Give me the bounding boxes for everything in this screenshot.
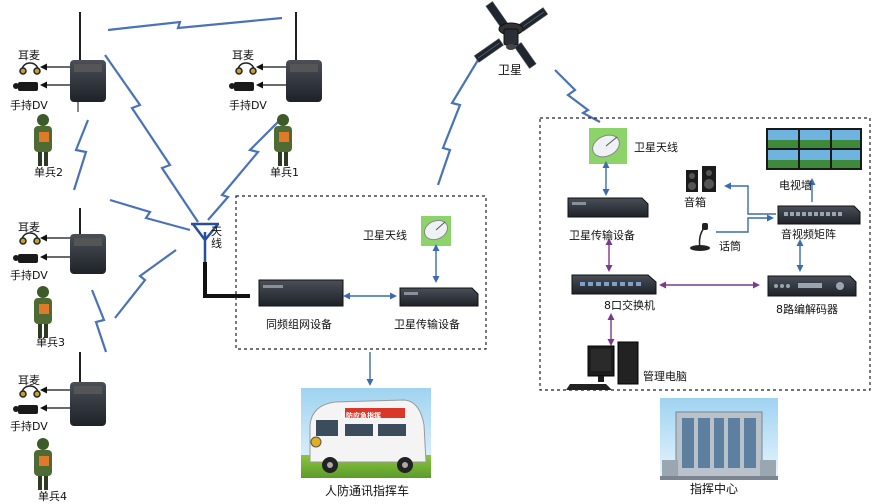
soldier-unit-4 (40, 352, 106, 426)
handheld-dv-label: 手持DV (10, 269, 48, 282)
headset-icon (19, 62, 257, 398)
link-mic-matrix (716, 214, 774, 233)
sat-antenna-label: 卫星天线 (634, 141, 678, 154)
handheld-dv-label: 手持DV (229, 99, 267, 112)
speaker-label: 音箱 (684, 196, 706, 209)
mgmt-pc-label: 管理电脑 (643, 370, 687, 383)
vehicle-banner-text: 人防应急指挥 (339, 412, 381, 420)
switch-8port-icon (571, 274, 657, 295)
antenna-label: 天线 (211, 225, 222, 250)
headset-label: 耳麦 (232, 49, 254, 62)
av-matrix-icon (777, 205, 861, 225)
headset-label: 耳麦 (18, 221, 40, 234)
tv-wall-icon (766, 128, 862, 170)
vehicle-label: 人防通讯指挥车 (325, 484, 410, 498)
av-matrix-label: 音视频矩阵 (781, 228, 836, 241)
cofreq-network-device-label: 同频组网设备 (266, 318, 332, 331)
command-vehicle-image (301, 388, 431, 478)
wireless-link-s2-antenna (104, 54, 199, 223)
soldier-unit-1 (256, 12, 322, 102)
satellite-icon (473, 1, 549, 69)
soldier-unit-3 (40, 208, 106, 274)
wireless-link-antenna-s3 (109, 198, 191, 232)
sat-transmission-device-label: 卫星传输设备 (569, 229, 635, 242)
command-center-image (660, 398, 778, 480)
wireless-link-s1-antenna (207, 114, 286, 221)
command-center-label: 指挥中心 (690, 482, 739, 496)
link-matrix-speaker (724, 182, 776, 215)
soldier-2-label: 单兵2 (34, 166, 63, 179)
sat-antenna-vehicle-icon (421, 216, 451, 246)
microphone-icon (690, 223, 710, 251)
handheld-dv-label: 手持DV (10, 420, 48, 433)
soldier-1-label: 单兵1 (270, 166, 299, 179)
vehicle-equipment-box (235, 195, 487, 350)
wireless-link-s2-s3 (72, 119, 90, 191)
command-center-box (539, 117, 871, 391)
codec-8ch-label: 8路编解码器 (776, 303, 838, 316)
antenna-icon (191, 222, 219, 262)
soldier-figure-icon (34, 114, 292, 490)
headset-label: 耳麦 (18, 374, 40, 387)
cofreq-network-device-icon (258, 279, 344, 307)
sat-transmission-device-label: 卫星传输设备 (394, 318, 460, 331)
switch-8port-label: 8口交换机 (604, 299, 655, 312)
wireless-links (72, 16, 601, 353)
management-pc-icon (566, 341, 639, 390)
sat-transmission-device-center-icon (567, 197, 649, 218)
handheld-dv-label: 手持DV (10, 99, 48, 112)
wireless-link-s3-s4 (90, 289, 108, 353)
sat-antenna-label: 卫星天线 (363, 229, 407, 242)
headset-label: 耳麦 (18, 49, 40, 62)
sat-antenna-center-icon (589, 128, 627, 164)
tv-wall-label: 电视墙 (779, 179, 812, 192)
satellite-label: 卫星 (498, 63, 523, 77)
wireless-link-satellite-center (554, 69, 601, 123)
speaker-icon (686, 166, 716, 192)
soldier-4-label: 单兵4 (38, 490, 67, 503)
wireless-link-top (107, 16, 283, 32)
camera-icon (13, 82, 254, 414)
wireless-link-antenna-s4 (114, 249, 177, 319)
soldier-unit-2 (40, 12, 106, 112)
soldier-3-label: 单兵3 (36, 336, 65, 349)
wireless-link-box-satellite (436, 59, 479, 186)
microphone-label: 话筒 (719, 240, 741, 253)
sat-transmission-device-vehicle-icon (399, 287, 479, 307)
codec-8ch-icon (767, 275, 857, 297)
antenna-cable (203, 262, 250, 298)
